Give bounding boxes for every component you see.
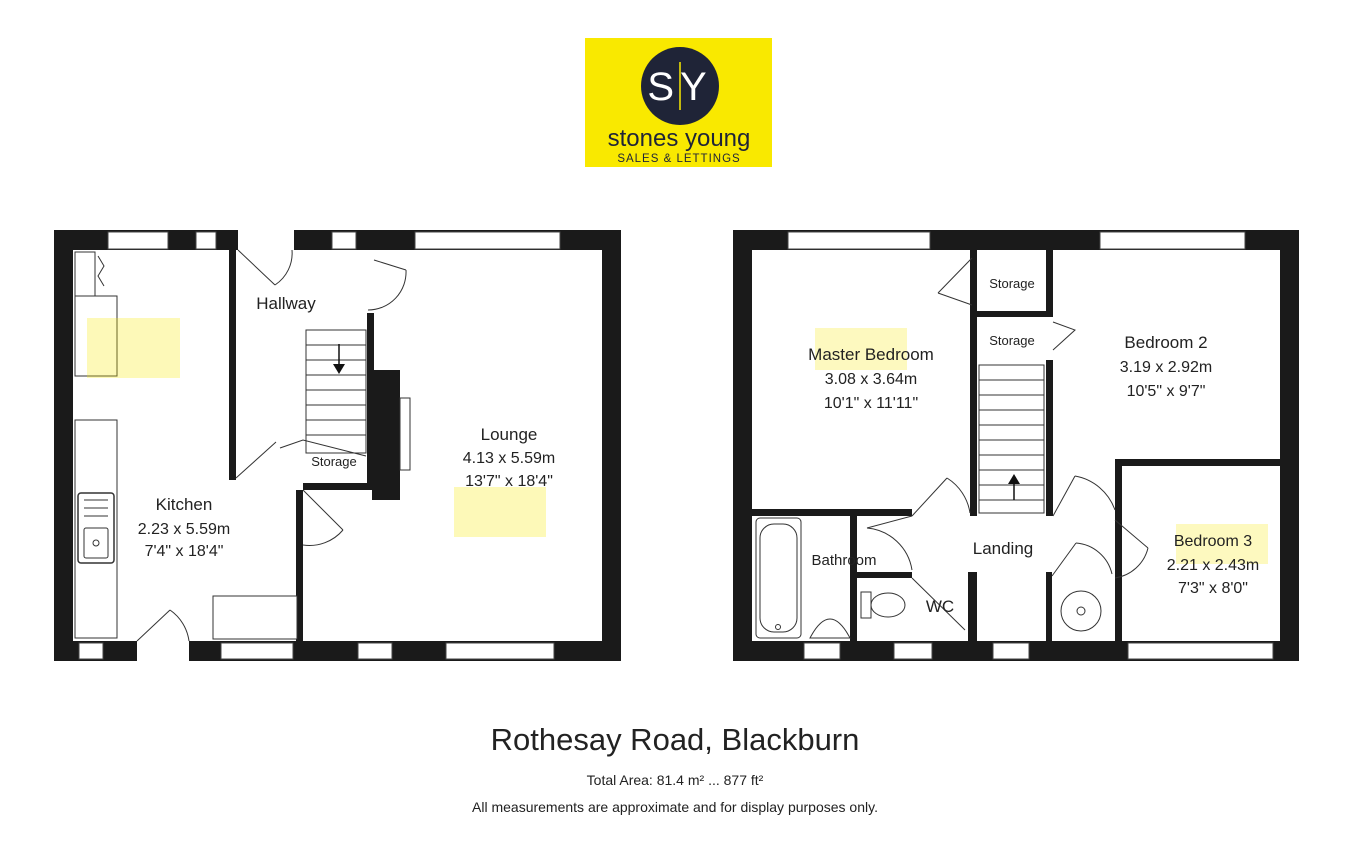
brand-logo: SY stones young SALES & LETTINGS [585,38,772,167]
lounge-imperial: 13'7" x 18'4" [465,473,553,490]
bedroom3-label: Bedroom 3 [1174,533,1252,550]
storage-top-label: Storage [989,276,1035,291]
property-title: Rothesay Road, Blackburn [490,722,860,757]
bathroom-label: Bathroom [811,552,876,569]
bedroom2-imperial: 10'5" x 9'7" [1127,383,1206,400]
bedroom3-metric: 2.21 x 2.43m [1167,557,1260,574]
kitchen-imperial: 7'4" x 18'4" [145,543,224,560]
logo-tagline: SALES & LETTINGS [617,153,740,165]
master-bedroom-metric: 3.08 x 3.64m [825,371,918,388]
bedroom2-metric: 3.19 x 2.92m [1120,359,1213,376]
hallway-label: Hallway [256,294,316,313]
bedroom2-label: Bedroom 2 [1124,333,1207,352]
logo-monogram: SY [647,65,712,109]
kitchen-label: Kitchen [156,495,213,514]
bedroom3-imperial: 7'3" x 8'0" [1178,580,1248,597]
ground-storage-label: Storage [311,454,357,469]
master-bedroom-label: Master Bedroom [808,345,934,364]
landing-label: Landing [973,539,1034,558]
storage-mid-label: Storage [989,333,1035,348]
master-bedroom-imperial: 10'1" x 11'11" [824,395,918,412]
kitchen-metric: 2.23 x 5.59m [138,521,231,538]
ground-floor-plan: Hallway Storage Kitchen 2.23 x 5.59m 7'4… [54,230,621,661]
total-area: Total Area: 81.4 m² ... 877 ft² [586,772,764,788]
wc-label: WC [926,597,954,616]
logo-wordmark: stones young [608,125,751,152]
first-floor-plan: Master Bedroom 3.08 x 3.64m 10'1" x 11'1… [733,230,1299,661]
lounge-metric: 4.13 x 5.59m [463,450,556,467]
lounge-label: Lounge [481,425,538,444]
disclaimer: All measurements are approximate and for… [472,799,878,815]
